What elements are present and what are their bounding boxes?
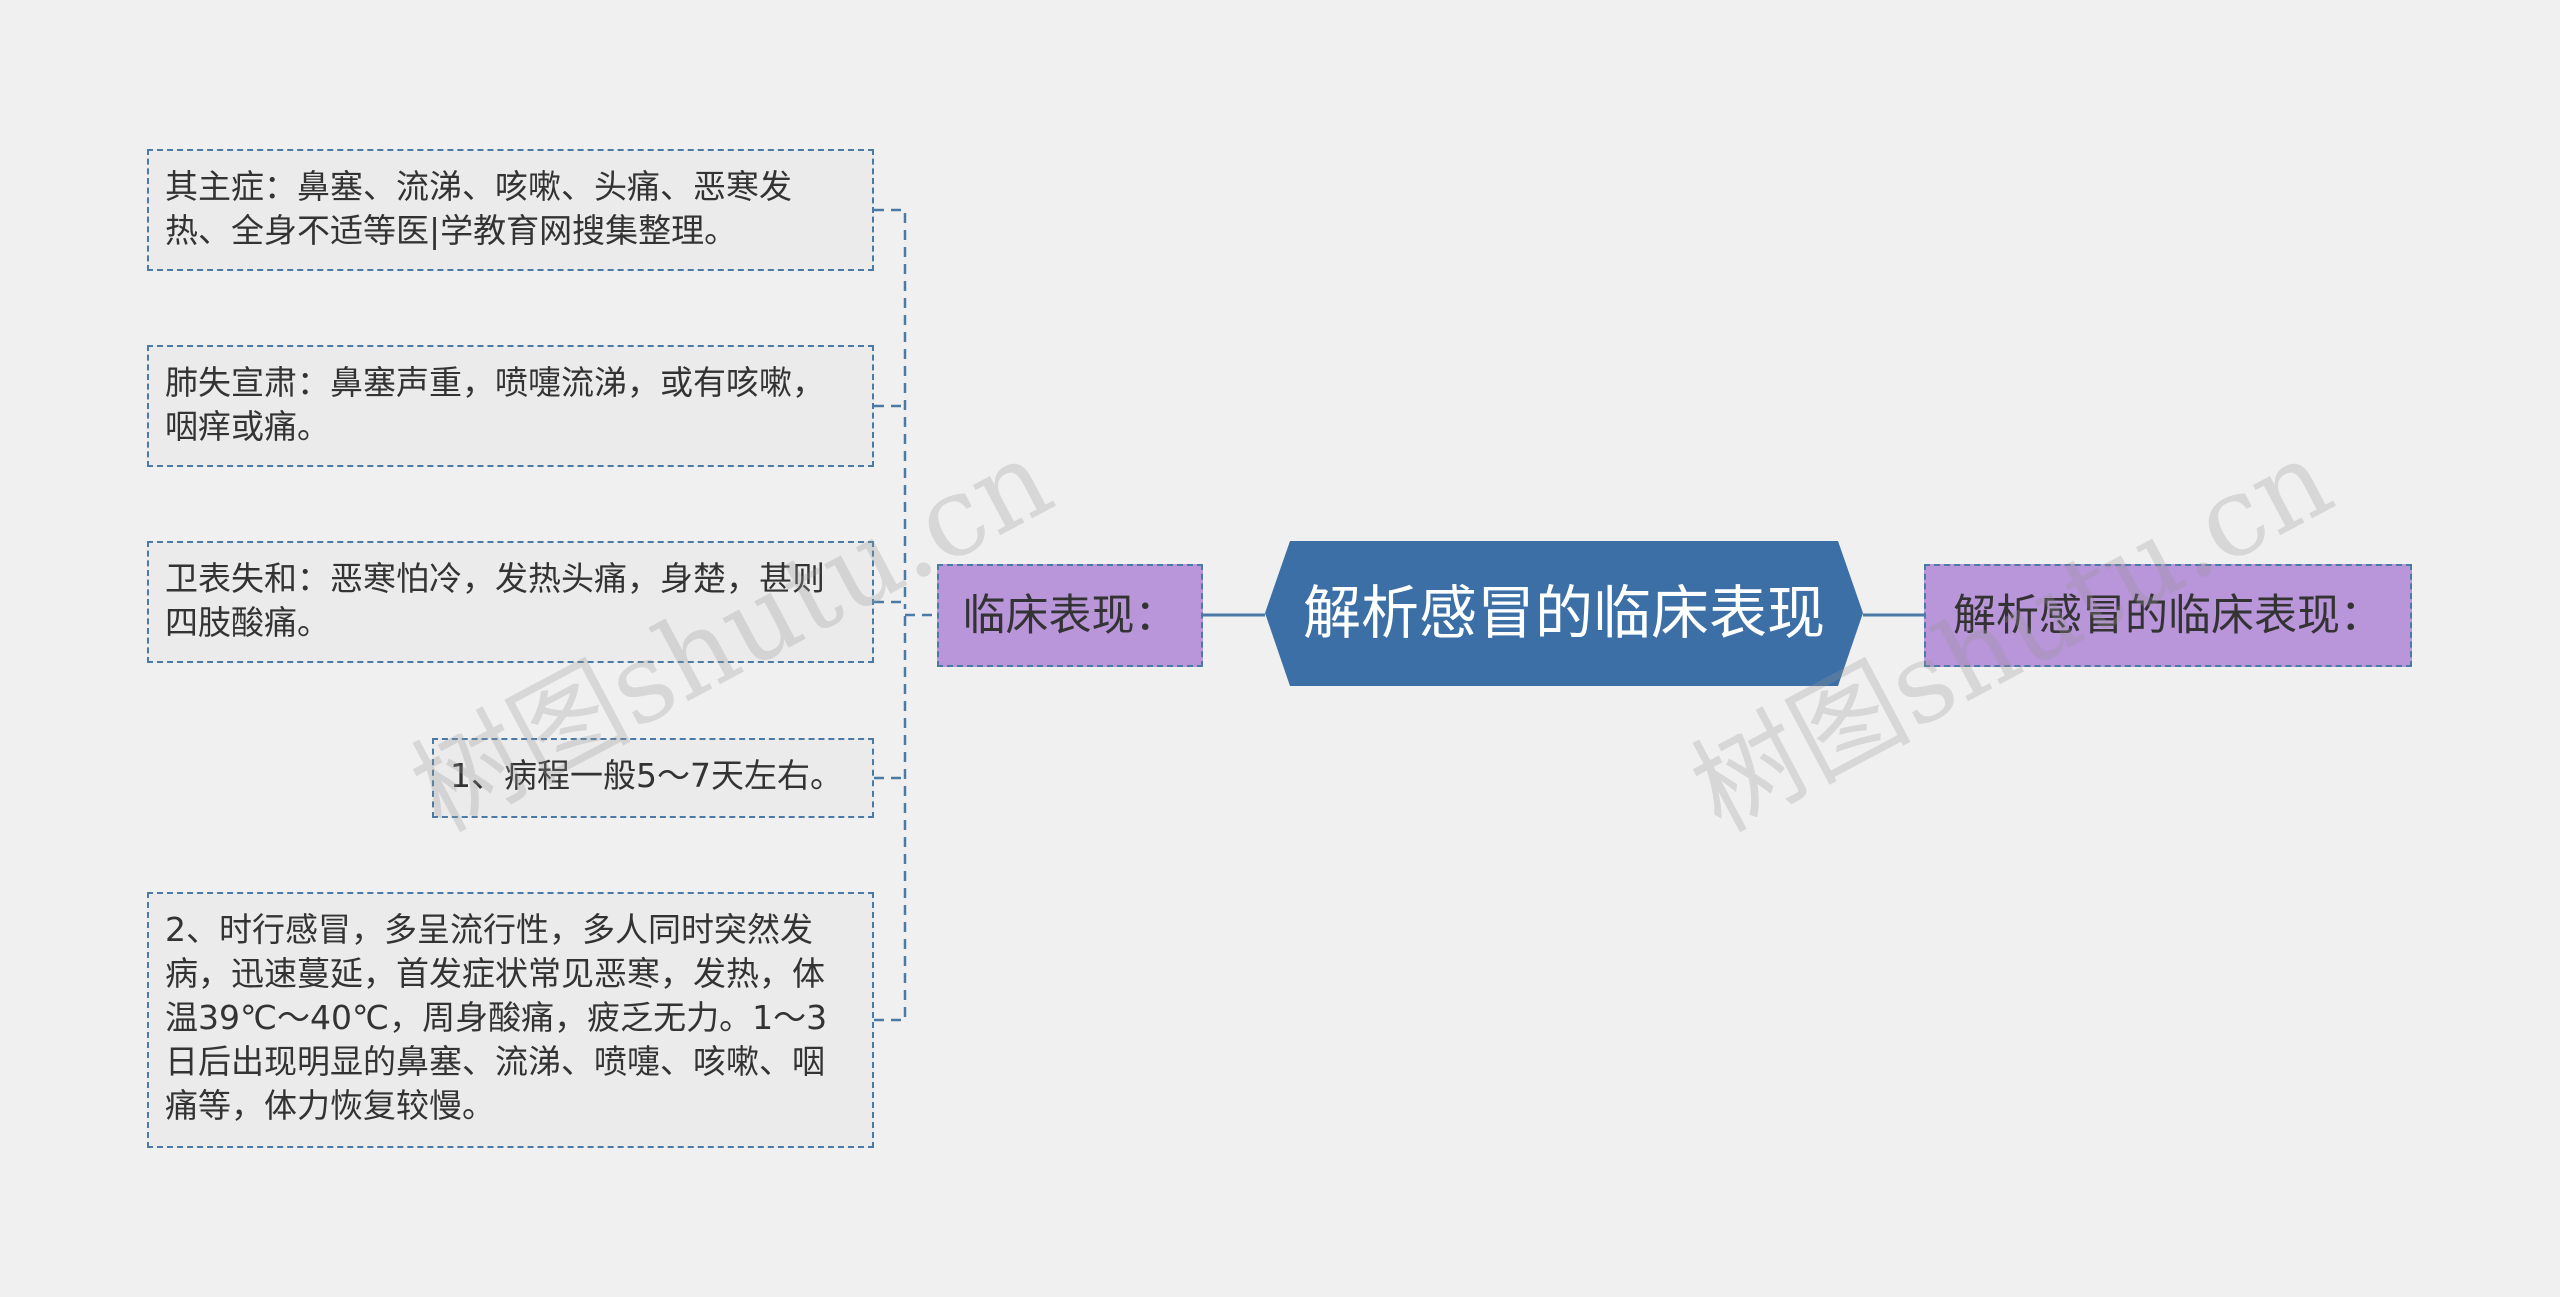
root-hexagon [1265, 541, 1863, 686]
connector-leaf-5 [874, 605, 907, 1022]
leaf-defensive-exterior[interactable]: 卫表失和：恶寒怕冷，发热头痛，身楚，甚则四肢酸痛。 [147, 541, 874, 663]
branch-clinical-manifestations[interactable]: 临床表现： [937, 564, 1203, 667]
root-topic-label: 解析感冒的临床表现 [1302, 579, 1825, 647]
branch-analysis[interactable]: 解析感冒的临床表现： [1924, 564, 2412, 667]
leaf-disease-course[interactable]: 1、病程一般5～7天左右。 [432, 738, 874, 818]
leaf-epidemic-cold[interactable]: 2、时行感冒，多呈流行性，多人同时突然发病，迅速蔓延，首发症状常见恶寒，发热，体… [147, 892, 874, 1148]
root-topic[interactable]: 解析感冒的临床表现 [1265, 541, 1863, 686]
connector-leaf-1 [874, 208, 907, 605]
leaf-lung-dysfunction[interactable]: 肺失宣肃：鼻塞声重，喷嚏流涕，或有咳嗽，咽痒或痛。 [147, 345, 874, 467]
leaf-main-symptoms[interactable]: 其主症：鼻塞、流涕、咳嗽、头痛、恶寒发热、全身不适等医|学教育网搜集整理。 [147, 149, 874, 271]
